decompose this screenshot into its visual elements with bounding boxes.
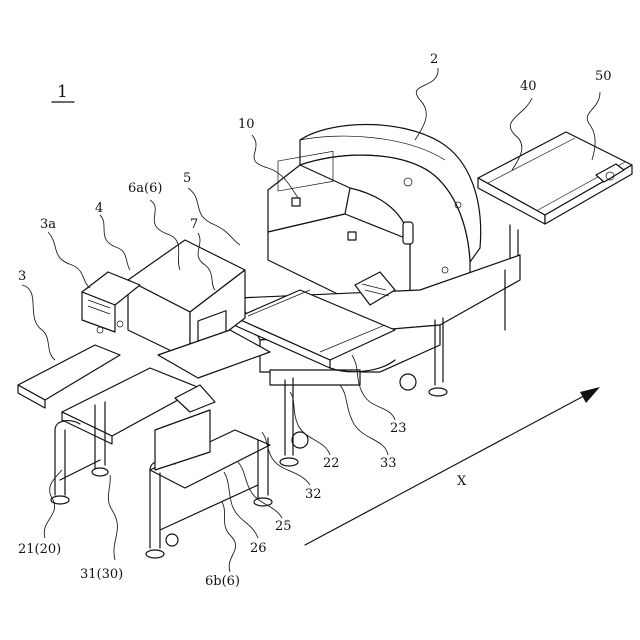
label-3a: 3a xyxy=(40,217,56,232)
figure-number: 1 xyxy=(57,82,68,102)
label-direction-x: X xyxy=(457,474,467,489)
label-40: 40 xyxy=(520,79,537,94)
label-4: 4 xyxy=(95,201,103,216)
label-5: 5 xyxy=(183,171,191,186)
label-31: 31(30) xyxy=(80,567,123,582)
label-32: 32 xyxy=(305,487,322,502)
label-10: 10 xyxy=(238,117,255,132)
label-21: 21(20) xyxy=(18,542,61,557)
label-33: 33 xyxy=(380,456,397,471)
label-50: 50 xyxy=(595,69,612,84)
direction-arrow xyxy=(305,387,600,545)
label-22: 22 xyxy=(323,456,340,471)
label-26: 26 xyxy=(250,541,267,556)
label-7: 7 xyxy=(190,217,198,232)
outfeed-conveyor xyxy=(478,132,632,270)
label-6b: 6b(6) xyxy=(205,574,240,589)
label-23: 23 xyxy=(390,421,407,436)
label-3: 3 xyxy=(18,269,26,284)
label-6a: 6a(6) xyxy=(128,181,162,196)
label-25: 25 xyxy=(275,519,292,534)
label-2: 2 xyxy=(430,52,438,67)
front-sorting-frame xyxy=(146,385,272,558)
